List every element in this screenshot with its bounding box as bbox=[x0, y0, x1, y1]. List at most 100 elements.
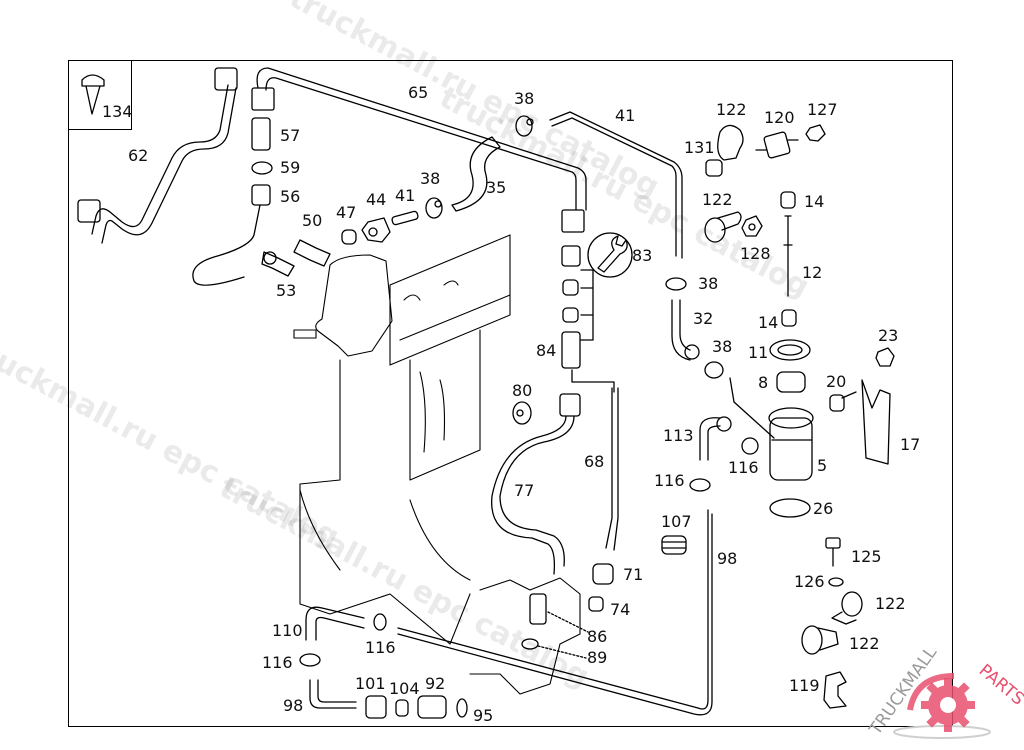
clip-122-c[interactable] bbox=[831, 591, 863, 625]
clamp-26[interactable] bbox=[769, 498, 811, 518]
fuel-line-98-lower[interactable] bbox=[397, 509, 713, 716]
bracket-119[interactable] bbox=[823, 671, 847, 709]
part-label[interactable]: 14 bbox=[804, 192, 825, 211]
part-label[interactable]: 8 bbox=[758, 373, 769, 392]
part-label[interactable]: 59 bbox=[280, 158, 301, 177]
wrench-icon[interactable] bbox=[587, 232, 633, 278]
clip-122-a[interactable] bbox=[717, 124, 744, 161]
fuel-filter-5[interactable] bbox=[768, 407, 814, 481]
part-label[interactable]: 128 bbox=[740, 244, 771, 263]
hose-35[interactable] bbox=[451, 136, 501, 212]
part-label[interactable]: 119 bbox=[789, 676, 820, 695]
part-label[interactable]: 71 bbox=[623, 565, 644, 584]
sleeve-83b[interactable] bbox=[562, 307, 579, 323]
sleeve-83a[interactable] bbox=[562, 279, 579, 296]
clip-122-d[interactable] bbox=[801, 625, 839, 655]
part-label[interactable]: 125 bbox=[851, 547, 882, 566]
part-label[interactable]: 110 bbox=[272, 621, 303, 640]
cap-74[interactable] bbox=[588, 596, 604, 612]
banjo-fitting-53[interactable] bbox=[261, 251, 295, 277]
part-label[interactable]: 53 bbox=[276, 281, 297, 300]
part-label[interactable]: 12 bbox=[802, 263, 823, 282]
bolt-20[interactable] bbox=[829, 391, 857, 412]
washer-89[interactable] bbox=[521, 638, 539, 650]
washer-59[interactable] bbox=[251, 161, 273, 175]
cap-14-b[interactable] bbox=[781, 309, 797, 327]
hose-98-small[interactable] bbox=[309, 679, 357, 709]
hose-68[interactable] bbox=[605, 387, 619, 551]
hose-32[interactable] bbox=[671, 299, 691, 361]
nut-131[interactable] bbox=[705, 159, 723, 177]
nut-101[interactable] bbox=[365, 695, 387, 719]
part-label[interactable]: 35 bbox=[486, 178, 507, 197]
part-label[interactable]: 17 bbox=[900, 435, 921, 454]
part-label[interactable]: 68 bbox=[584, 452, 605, 471]
part-label[interactable]: 98 bbox=[283, 696, 304, 715]
part-label[interactable]: 26 bbox=[813, 499, 834, 518]
part-label[interactable]: 41 bbox=[395, 186, 416, 205]
fuel-line-62[interactable] bbox=[77, 67, 238, 244]
part-label[interactable]: 122 bbox=[716, 100, 747, 119]
part-label[interactable]: 122 bbox=[702, 190, 733, 209]
part-label[interactable]: 127 bbox=[807, 100, 838, 119]
fitting-86[interactable] bbox=[529, 593, 547, 625]
hose-110[interactable] bbox=[305, 606, 365, 641]
part-label[interactable]: 38 bbox=[514, 89, 535, 108]
plug-47[interactable] bbox=[341, 229, 357, 245]
part-label[interactable]: 80 bbox=[512, 381, 533, 400]
cap-nut-71[interactable] bbox=[592, 563, 614, 585]
part-label[interactable]: 41 bbox=[615, 106, 636, 125]
clamp-116-c[interactable] bbox=[741, 437, 759, 455]
clip-134-part[interactable] bbox=[81, 74, 105, 115]
part-label[interactable]: 38 bbox=[420, 169, 441, 188]
part-label[interactable]: 120 bbox=[764, 108, 795, 127]
nut-127[interactable] bbox=[805, 124, 826, 142]
part-label[interactable]: 11 bbox=[748, 343, 769, 362]
sleeve-104[interactable] bbox=[395, 699, 409, 717]
hose-41-short[interactable] bbox=[391, 210, 419, 226]
part-label[interactable]: 98 bbox=[717, 549, 738, 568]
part-label[interactable]: 20 bbox=[826, 372, 847, 391]
washer-95[interactable] bbox=[456, 698, 468, 718]
seal-ring-11[interactable] bbox=[769, 339, 811, 361]
fuel-line-65[interactable] bbox=[251, 67, 587, 233]
part-label[interactable]: 14 bbox=[758, 313, 779, 332]
part-label[interactable]: 77 bbox=[514, 481, 535, 500]
part-label[interactable]: 44 bbox=[366, 190, 387, 209]
part-label[interactable]: 38 bbox=[712, 337, 733, 356]
part-label[interactable]: 50 bbox=[302, 211, 323, 230]
hose-77[interactable] bbox=[491, 393, 581, 575]
part-label[interactable]: 65 bbox=[408, 83, 429, 102]
part-label[interactable]: 5 bbox=[817, 456, 828, 475]
part-label[interactable]: 89 bbox=[587, 648, 608, 667]
hose-41-long[interactable] bbox=[549, 111, 683, 259]
clamp-38-d[interactable] bbox=[704, 361, 724, 379]
washer-126[interactable] bbox=[828, 577, 844, 587]
bolt-125[interactable] bbox=[825, 537, 841, 567]
part-label[interactable]: 23 bbox=[878, 326, 899, 345]
grommet-80[interactable] bbox=[512, 401, 532, 425]
clamp-38-c[interactable] bbox=[665, 277, 687, 291]
part-label[interactable]: 56 bbox=[280, 187, 301, 206]
nut-83[interactable] bbox=[561, 245, 581, 267]
nut-44[interactable] bbox=[361, 217, 391, 243]
part-label[interactable]: 101 bbox=[355, 674, 386, 693]
clamp-38-a[interactable] bbox=[425, 197, 443, 219]
part-label[interactable]: 116 bbox=[728, 458, 759, 477]
part-label[interactable]: 83 bbox=[632, 246, 653, 265]
part-label[interactable]: 57 bbox=[280, 126, 301, 145]
part-label[interactable]: 62 bbox=[128, 146, 149, 165]
part-label[interactable]: 122 bbox=[849, 634, 880, 653]
part-label[interactable]: 107 bbox=[661, 512, 692, 531]
part-label[interactable]: 84 bbox=[536, 341, 557, 360]
part-label[interactable]: 131 bbox=[684, 138, 715, 157]
clamp-38-b[interactable] bbox=[515, 115, 534, 137]
fuel-line-56[interactable] bbox=[192, 204, 261, 286]
part-label[interactable]: 116 bbox=[262, 653, 293, 672]
fitting-56[interactable] bbox=[251, 184, 271, 206]
rod-12[interactable] bbox=[783, 215, 793, 297]
clamp-116-b[interactable] bbox=[299, 653, 321, 667]
clamp-116-a[interactable] bbox=[373, 613, 387, 631]
part-label[interactable]: 113 bbox=[663, 426, 694, 445]
clip-122-b[interactable] bbox=[704, 211, 742, 243]
